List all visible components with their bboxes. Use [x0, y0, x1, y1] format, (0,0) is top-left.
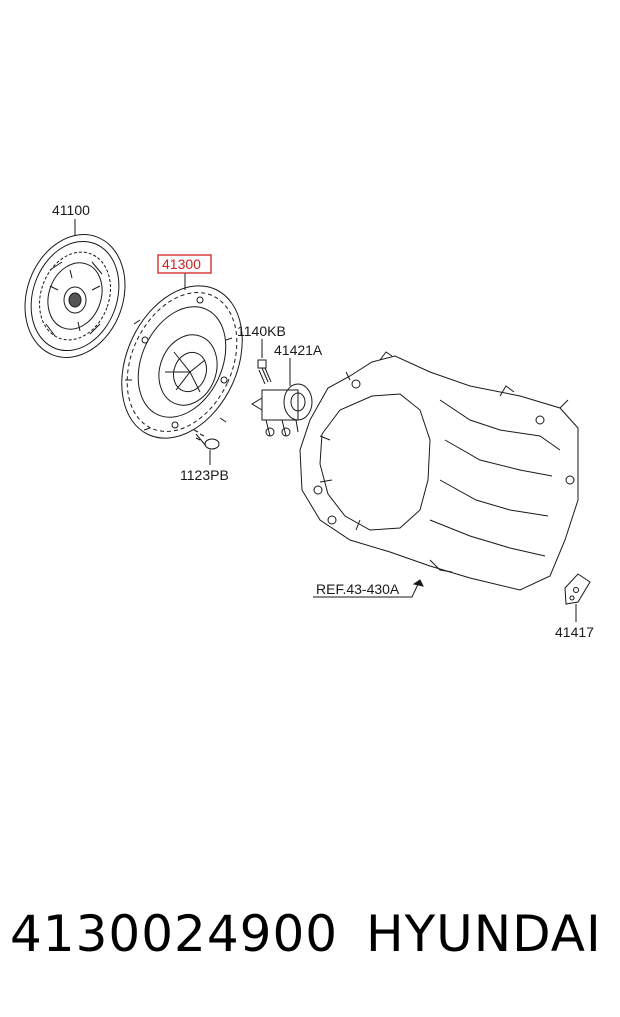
transmission-housing[interactable] — [299, 351, 579, 591]
bolt-1140kb[interactable] — [257, 359, 272, 385]
part-number: 4130024900 — [10, 905, 339, 963]
callout-41417[interactable]: 41417 — [555, 624, 594, 640]
bracket-41417[interactable] — [564, 573, 591, 605]
callout-1123pb[interactable]: 1123PB — [180, 467, 229, 483]
bolt-1123pb[interactable] — [193, 429, 220, 450]
highlight-box — [157, 254, 212, 274]
footer-caption: 4130024900 HYUNDAI — [0, 905, 620, 975]
clutch-cover[interactable] — [98, 266, 265, 457]
callout-ref-43-430a[interactable]: REF.43-430A — [316, 581, 400, 597]
clutch-disc[interactable] — [8, 220, 141, 371]
callout-1140kb[interactable]: 1140KB — [237, 323, 286, 339]
callout-41300[interactable]: 41300 — [162, 256, 201, 272]
callout-41421a[interactable]: 41421A — [274, 342, 323, 358]
release-cylinder[interactable] — [251, 383, 313, 437]
brand-name: HYUNDAI — [366, 905, 602, 963]
exploded-parts-diagram: 41100 41300 1140KB 41421A 1123PB REF.43-… — [8, 202, 594, 640]
callout-41100[interactable]: 41100 — [52, 202, 90, 218]
leader-lines — [74, 219, 577, 622]
